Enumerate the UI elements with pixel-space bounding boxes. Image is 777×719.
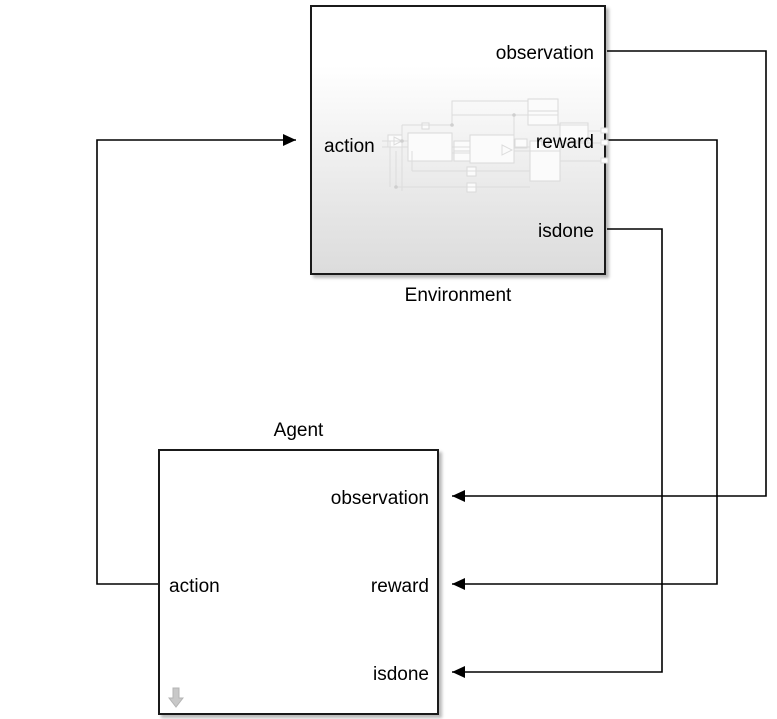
env-port-label-reward: reward	[535, 132, 594, 153]
down-arrow-icon	[168, 687, 184, 708]
env-port-label-observation: observation	[495, 43, 594, 64]
agent-block[interactable]: action observation reward isdone	[158, 449, 439, 715]
environment-block[interactable]: action observation reward isdone	[310, 5, 609, 275]
env-port-label-isdone: isdone	[538, 221, 594, 242]
subsystem-preview-icon	[382, 98, 609, 193]
agent-port-label-action: action	[169, 576, 220, 597]
env-port-label-action: action	[324, 136, 375, 157]
agent-port-label-isdone: isdone	[373, 664, 429, 685]
environment-block-caption: Environment	[404, 285, 512, 306]
agent-port-label-observation: observation	[330, 488, 429, 509]
agent-block-caption: Agent	[273, 420, 324, 441]
agent-port-label-reward: reward	[370, 576, 429, 597]
